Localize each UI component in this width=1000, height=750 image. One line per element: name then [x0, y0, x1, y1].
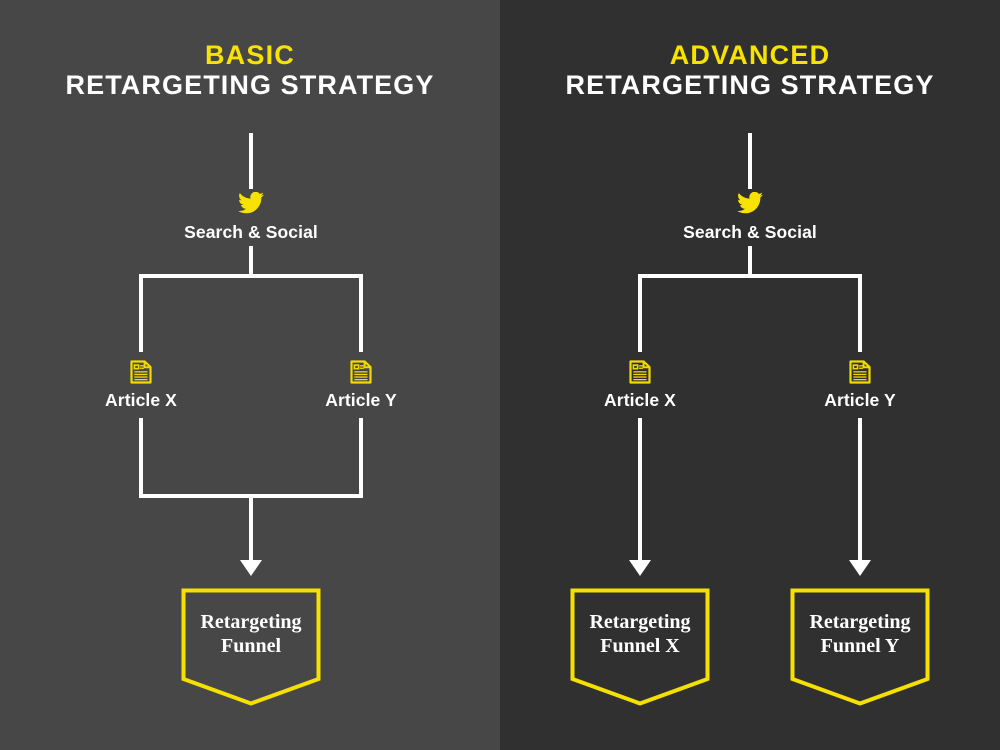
node-article-y-label-advanced: Article Y: [824, 390, 896, 410]
funnel-line-2: Funnel: [220, 635, 282, 657]
panel-basic-title: BASIC RETARGETING STRATEGY: [0, 40, 500, 100]
node-article-y-label-basic: Article Y: [325, 390, 397, 410]
panel-advanced-strategy: ADVANCED RETARGETING STRATEGY Search & S…: [500, 0, 1000, 750]
connector-split-bar-basic: [139, 274, 363, 278]
funnel-line-2: Funnel Y: [820, 635, 900, 657]
funnel-retargeting-x-text: Retargeting Funnel X: [570, 588, 710, 680]
panel-basic-strategy: BASIC RETARGETING STRATEGY Search & Soci…: [0, 40, 500, 706]
arrow-head-funnel-basic: [240, 560, 262, 576]
node-article-y-advanced: Article Y: [780, 360, 940, 411]
connector-merge-left-basic: [139, 418, 143, 498]
funnel-retargeting-y-text: Retargeting Funnel Y: [790, 588, 930, 680]
connector-merge-right-basic: [359, 418, 363, 498]
panel-basic-title-main: RETARGETING STRATEGY: [65, 70, 435, 101]
connector-merge-stem-basic: [249, 494, 253, 562]
node-search-social-label-basic: Search & Social: [184, 222, 318, 242]
funnel-line-1: Retargeting: [589, 610, 691, 633]
funnel-line-1: Retargeting: [200, 610, 302, 633]
article-document-icon: [61, 360, 221, 386]
panel-advanced-title-main: RETARGETING STRATEGY: [565, 70, 935, 101]
connector-split-right-basic: [359, 274, 363, 352]
funnel-retargeting-x-advanced: Retargeting Funnel X: [570, 588, 710, 706]
article-document-icon: [281, 360, 441, 386]
arrow-head-funnel-x-advanced: [629, 560, 651, 576]
connector-split-left-basic: [139, 274, 143, 352]
funnel-retargeting-y-advanced: Retargeting Funnel Y: [790, 588, 930, 706]
funnel-retargeting-basic-text: Retargeting Funnel: [181, 588, 321, 680]
node-search-social-advanced: Search & Social: [650, 191, 850, 243]
connector-split-bar-advanced: [638, 274, 862, 278]
panel-advanced-title-kicker: ADVANCED: [669, 40, 831, 70]
node-article-x-label-advanced: Article X: [604, 390, 676, 410]
connector-split-stem-advanced: [748, 246, 752, 278]
panel-basic-title-kicker: BASIC: [204, 40, 295, 70]
node-search-social-label-advanced: Search & Social: [683, 222, 817, 242]
funnel-line-1: Retargeting: [809, 610, 911, 633]
twitter-bird-icon: [650, 191, 850, 218]
connector-arrow-stem-y-advanced: [858, 418, 862, 562]
arrow-head-funnel-y-advanced: [849, 560, 871, 576]
connector-arrow-stem-x-advanced: [638, 418, 642, 562]
funnel-line-2: Funnel X: [600, 635, 680, 657]
node-search-social-basic: Search & Social: [151, 191, 351, 243]
node-article-y-basic: Article Y: [281, 360, 441, 411]
node-article-x-label-basic: Article X: [105, 390, 177, 410]
panel-advanced-title: ADVANCED RETARGETING STRATEGY: [500, 40, 1000, 100]
connector-split-right-advanced: [858, 274, 862, 352]
twitter-bird-icon: [151, 191, 351, 218]
connector-top-stem-advanced: [748, 133, 752, 189]
article-document-icon: [780, 360, 940, 386]
connector-split-left-advanced: [638, 274, 642, 352]
node-article-x-basic: Article X: [61, 360, 221, 411]
node-article-x-advanced: Article X: [560, 360, 720, 411]
connector-top-stem-basic: [249, 133, 253, 189]
connector-split-stem-basic: [249, 246, 253, 278]
article-document-icon: [560, 360, 720, 386]
funnel-retargeting-basic: Retargeting Funnel: [181, 588, 321, 706]
